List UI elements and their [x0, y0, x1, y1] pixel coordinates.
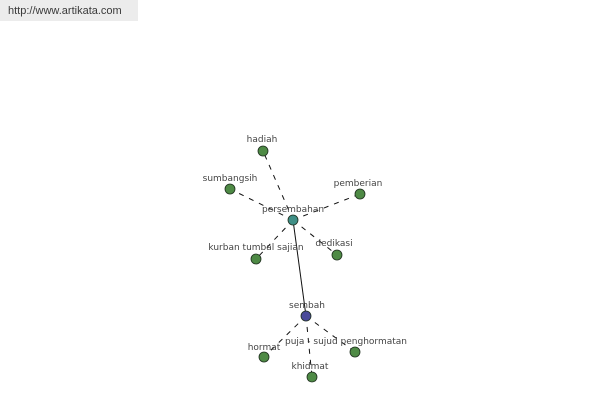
edge-sembah-persembahan	[292, 219, 307, 317]
node-kurban[interactable]	[250, 253, 262, 265]
node-khidmat[interactable]	[306, 371, 318, 383]
node-label-puja[interactable]: puja - sujud penghormatan	[285, 337, 407, 347]
node-label-hadiah[interactable]: hadiah	[247, 135, 278, 145]
edge-persembahan-sumbangsih	[229, 188, 294, 221]
node-sumbangsih[interactable]	[224, 183, 236, 195]
edge-persembahan-kurban	[255, 219, 294, 260]
node-label-sumbangsih[interactable]: sumbangsih	[203, 174, 258, 184]
edge-persembahan-hadiah	[262, 150, 294, 221]
edge-persembahan-dedikasi	[292, 219, 338, 256]
node-label-sembah[interactable]: sembah	[289, 301, 325, 311]
node-label-kurban[interactable]: kurban tumbal sajian	[208, 243, 303, 253]
node-hormat[interactable]	[258, 351, 270, 363]
node-dedikasi[interactable]	[331, 249, 343, 261]
node-puja[interactable]	[349, 346, 361, 358]
node-sembah[interactable]	[300, 310, 312, 322]
node-persembahan[interactable]	[287, 214, 299, 226]
edge-sembah-hormat	[263, 315, 307, 358]
node-label-pemberian[interactable]: pemberian	[334, 179, 383, 189]
node-label-dedikasi[interactable]: dedikasi	[315, 239, 352, 249]
node-label-khidmat[interactable]: khidmat	[292, 362, 329, 372]
edge-persembahan-pemberian	[292, 193, 361, 221]
node-hadiah[interactable]	[257, 145, 269, 157]
node-pemberian[interactable]	[354, 188, 366, 200]
source-link[interactable]: http://www.artikata.com	[0, 0, 138, 21]
node-label-hormat[interactable]: hormat	[248, 343, 281, 353]
node-label-persembahan[interactable]: persembahan	[262, 205, 324, 215]
